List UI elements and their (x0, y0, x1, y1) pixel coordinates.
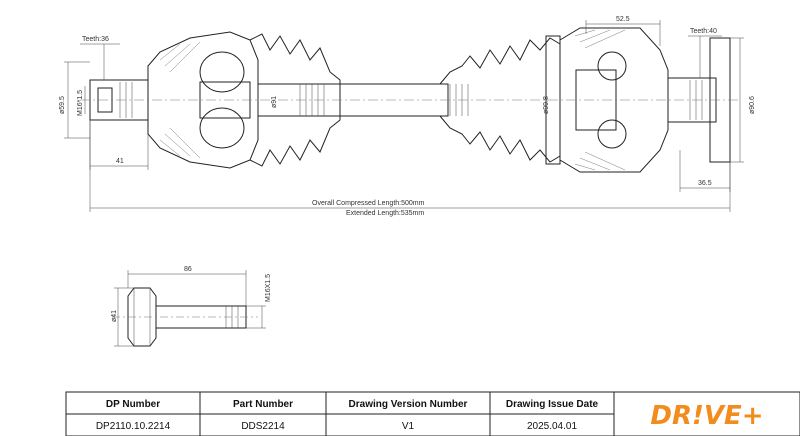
header-issue-date: Drawing Issue Date (506, 399, 599, 410)
len-52-5-label: 52.5 (616, 16, 630, 23)
dia-left-label: ø59.5 (59, 96, 66, 114)
overall-compressed-label: Overall Compressed Length:500mm (312, 200, 425, 207)
bolt-dia-label: ø41 (111, 310, 118, 322)
bolt-thread-label: M16X1.5 (265, 274, 272, 302)
thread-left-label: M16*1.5 (77, 90, 84, 116)
header-dp-number: DP Number (106, 399, 160, 410)
bolt-detail: 86 M16X1.5 ø41 (111, 266, 272, 347)
bolt-shank (155, 305, 247, 329)
value-issue-date: 2025.04.01 (527, 421, 577, 432)
bolt-head (127, 287, 157, 347)
bolt-length-label: 86 (184, 266, 192, 273)
extended-length-label: Extended Length:535mm (346, 210, 424, 217)
dimension-lines: Teeth:36 Teeth:40 ø59.5 M16*1.5 ø91 ø99.… (59, 16, 756, 217)
teeth-left-label: Teeth:36 (82, 36, 109, 43)
left-cv-joint (147, 31, 259, 169)
header-drawing-version: Drawing Version Number (349, 399, 468, 410)
dia-99-8-label: ø99.8 (543, 96, 550, 114)
drive-logo: DR!VE+ (650, 401, 763, 431)
right-cv-joint (559, 27, 669, 173)
value-dp-number: DP2110.10.2214 (96, 421, 171, 432)
value-part-number: DDS2214 (241, 421, 285, 432)
len-41-label: 41 (116, 158, 124, 165)
dia-90-6-label: ø90.6 (749, 96, 756, 114)
teeth-right-label: Teeth:40 (690, 28, 717, 35)
drive-shaft-assembly (80, 27, 740, 173)
title-block: DP Number Part Number Drawing Version Nu… (65, 391, 800, 436)
dia-91-label: ø91 (271, 96, 278, 108)
value-drawing-version: V1 (402, 421, 415, 432)
len-36-5-label: 36.5 (698, 180, 712, 187)
header-part-number: Part Number (233, 399, 293, 410)
